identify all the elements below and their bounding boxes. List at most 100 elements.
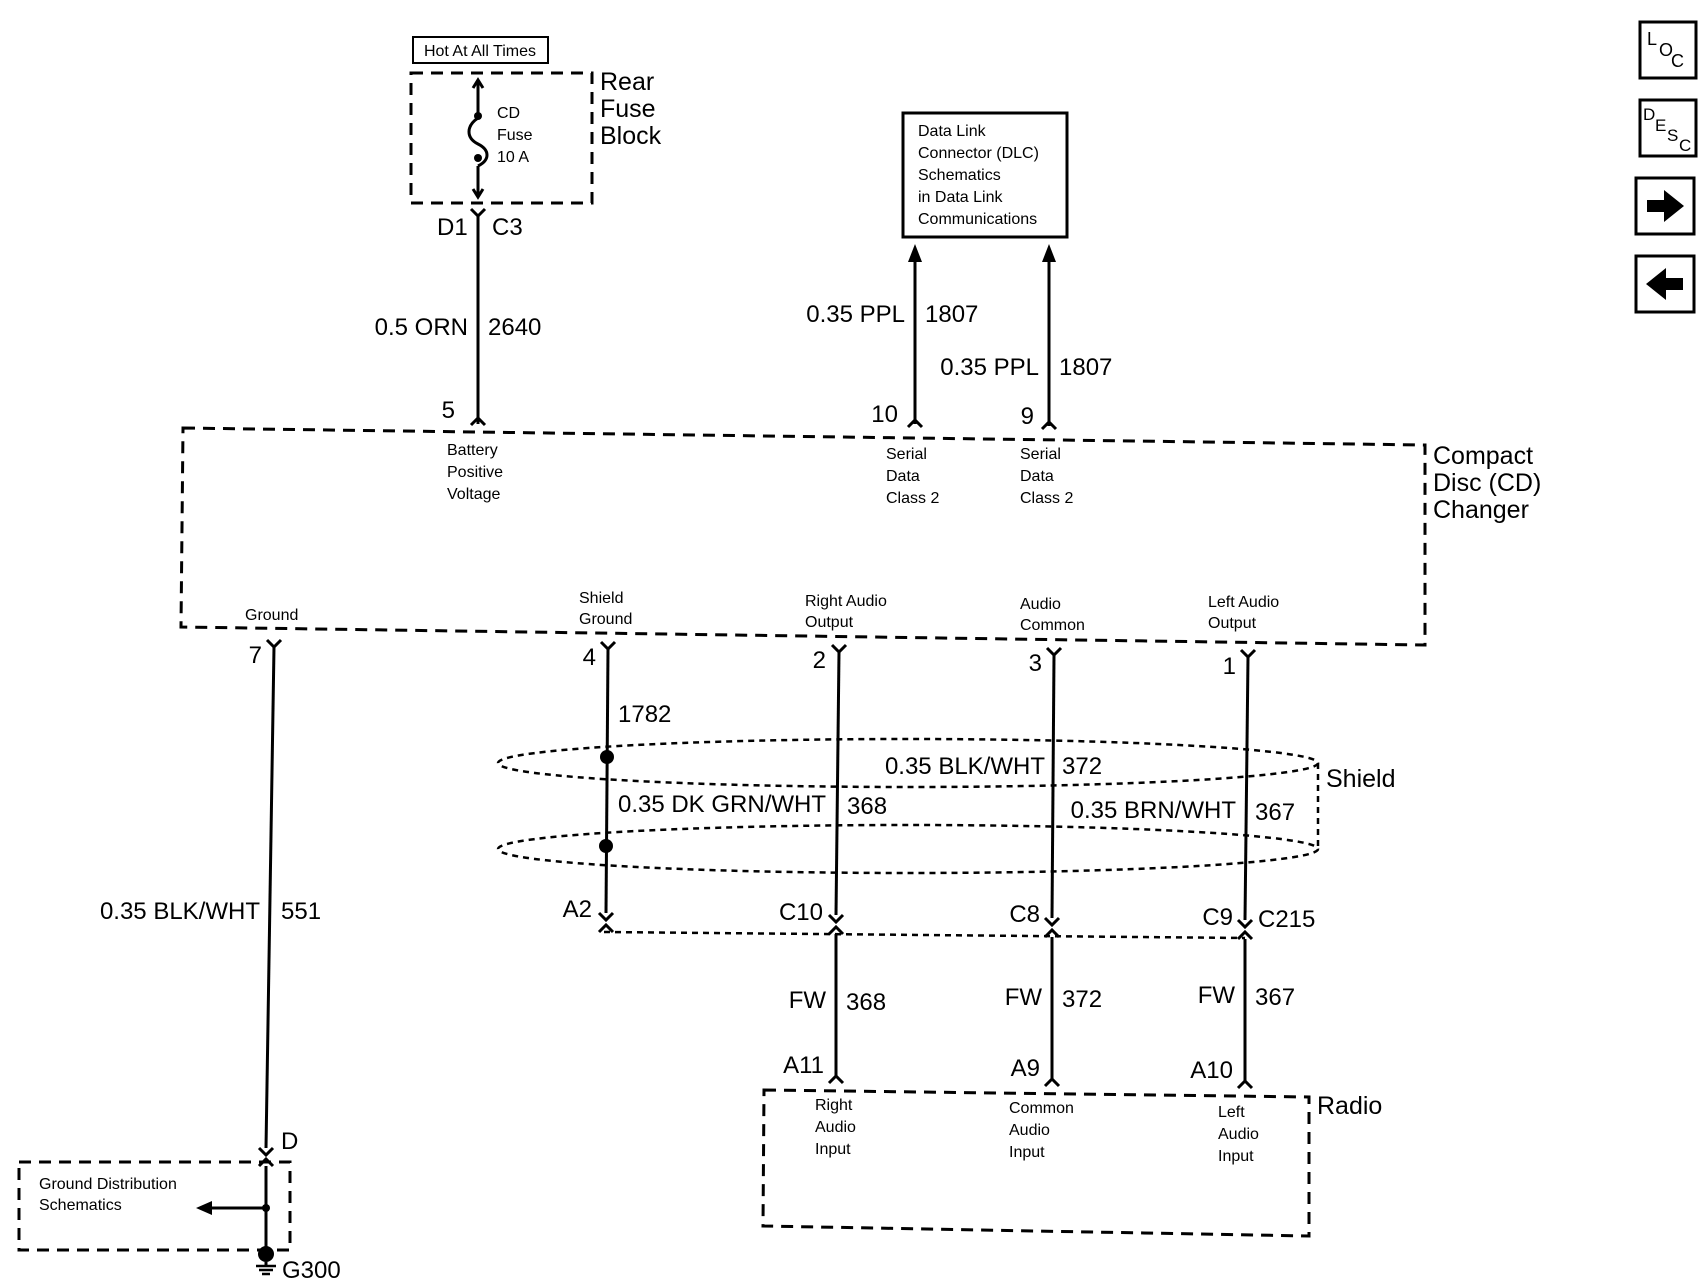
- wire-circuit: 372: [1062, 753, 1102, 780]
- previous-page-button[interactable]: [1634, 254, 1696, 314]
- pin-label-line: Serial: [886, 446, 927, 463]
- c215-pin-label: C9: [1202, 904, 1233, 931]
- connector-female-terminal: [599, 640, 617, 652]
- wire-gauge-color: FW: [1005, 984, 1043, 1011]
- pin-label-line: Class 2: [1020, 490, 1073, 507]
- pin-label-line: Common: [1020, 617, 1085, 634]
- pin-number: 2: [813, 647, 826, 674]
- radio-pin-label-line: Audio: [1218, 1126, 1259, 1143]
- pin-label-line: Right Audio: [805, 593, 887, 610]
- loc-letter: C: [1671, 51, 1684, 71]
- desc-letter: E: [1655, 116, 1666, 135]
- c215-pin-label: A2: [563, 896, 592, 923]
- dlc-text-line: in Data Link: [918, 189, 1003, 206]
- pin-label-line: Left Audio: [1208, 594, 1279, 611]
- fuse-symbol: [467, 77, 489, 200]
- wire-372: [1050, 654, 1056, 919]
- ground-dist-text-line: Ground Distribution: [39, 1176, 177, 1193]
- pin-label-line: Output: [805, 614, 854, 631]
- connector-female-terminal: [830, 643, 848, 655]
- wire-gauge-color: 0.5 ORN: [375, 314, 468, 341]
- connector-female-terminal: [1045, 646, 1063, 658]
- arrow-left-icon: [196, 1201, 212, 1215]
- wire-551: [264, 646, 276, 1149]
- pin-label-line: Shield: [579, 590, 623, 607]
- radio-pin-label-line: Right: [815, 1097, 853, 1114]
- wire-1782: [604, 648, 610, 914]
- left-arrow-icon: [1646, 268, 1683, 300]
- connector-male-terminal: [469, 415, 487, 427]
- ground-id-label: G300: [282, 1257, 341, 1280]
- wire-gauge-color: 0.35 DK GRN/WHT: [618, 791, 826, 818]
- c215-pin-label: C10: [779, 899, 823, 926]
- c215-connector-name: C215: [1258, 906, 1315, 933]
- dlc-text-line: Connector (DLC): [918, 145, 1039, 162]
- pin-number: 7: [249, 642, 262, 669]
- wire-gauge-color: FW: [1198, 982, 1236, 1009]
- shield-label: Shield: [1326, 765, 1396, 793]
- wire-1807-a: [908, 244, 922, 424]
- splice-dot: [262, 1204, 270, 1212]
- pin-label-line: Voltage: [447, 486, 500, 503]
- loc-letter: O: [1659, 40, 1673, 60]
- wire-circuit: 367: [1255, 984, 1295, 1011]
- fuse-pin-label: D1: [437, 214, 468, 241]
- cd-changer-name-line: Changer: [1433, 496, 1529, 524]
- pin-number: 9: [1021, 403, 1034, 430]
- fuse-block-name-line: Rear: [600, 68, 654, 96]
- wire-367: [1243, 656, 1250, 921]
- pin-number: 3: [1029, 650, 1042, 677]
- dlc-text-line: Data Link: [918, 123, 987, 140]
- radio-pin-number: A9: [1011, 1055, 1040, 1082]
- wire-circuit: 1807: [1059, 354, 1112, 381]
- connector-female-terminal: [469, 207, 487, 219]
- rear-fuse-block-box: [409, 71, 594, 205]
- pin-number: 4: [583, 644, 596, 671]
- pin-label-line: Serial: [1020, 446, 1061, 463]
- wire-gauge-color: FW: [789, 987, 827, 1014]
- fuse-block-name-line: Fuse: [600, 95, 656, 123]
- connector-male-terminal: [827, 1073, 845, 1085]
- radio-pin-label-line: Audio: [815, 1119, 856, 1136]
- hot-at-all-times-label: Hot At All Times: [424, 43, 536, 60]
- cd-changer-name-line: Disc (CD): [1433, 469, 1541, 497]
- pin-label-line: Data: [886, 468, 920, 485]
- hot-at-all-times-box: [412, 36, 549, 64]
- desc-letter: C: [1679, 136, 1691, 155]
- right-arrow-icon: [1647, 190, 1684, 222]
- pin-number: 1: [1223, 653, 1236, 680]
- wire-gauge-color: 0.35 BRN/WHT: [1071, 797, 1237, 824]
- dlc-text-line: Schematics: [918, 167, 1001, 184]
- loc-button[interactable]: L O C: [1638, 20, 1698, 80]
- wire-circuit: 1807: [925, 301, 978, 328]
- connector-male-terminal: [1043, 1076, 1061, 1088]
- pin-label-line: Output: [1208, 615, 1257, 632]
- ground-symbol-icon: [256, 1262, 276, 1276]
- connector-male-terminal: [906, 417, 924, 429]
- radio-pin-label-line: Left: [1218, 1104, 1245, 1121]
- c215-connector-outline: [603, 930, 1246, 940]
- pin-label-line: Positive: [447, 464, 503, 481]
- pin-label-line: Ground: [245, 607, 298, 624]
- pin-number: 10: [871, 401, 898, 428]
- desc-letter: S: [1667, 126, 1678, 145]
- ground-point: [258, 1246, 274, 1262]
- wire-circuit: 367: [1255, 799, 1295, 826]
- cd-changer-box: [179, 426, 1427, 647]
- desc-button[interactable]: D E S C: [1638, 98, 1698, 158]
- desc-letter: D: [1643, 105, 1655, 124]
- pin-number: 5: [442, 397, 455, 424]
- wire-gauge-color: 0.35 PPL: [940, 354, 1039, 381]
- fuse-block-name-line: Block: [600, 122, 662, 150]
- cd-changer-name-line: Compact: [1433, 442, 1533, 470]
- c215-terminals: [597, 911, 1254, 941]
- pin-label-line: Class 2: [886, 490, 939, 507]
- dlc-text-line: Communications: [918, 211, 1037, 228]
- next-page-button[interactable]: [1634, 176, 1696, 236]
- ground-connector-pin: D: [281, 1128, 298, 1155]
- wire-circuit: 368: [847, 793, 887, 820]
- loc-letter: L: [1647, 29, 1657, 49]
- radio-pin-number: A10: [1190, 1057, 1233, 1084]
- pin-label-line: Ground: [579, 611, 632, 628]
